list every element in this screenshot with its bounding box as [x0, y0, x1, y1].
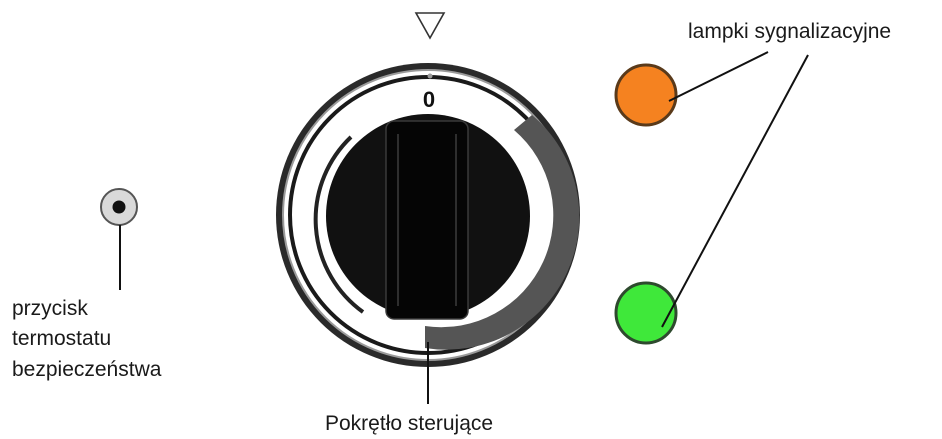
dial-scale-band	[425, 115, 580, 350]
thermostat-label-line-1: przycisk	[12, 297, 88, 320]
thermostat-button-core	[112, 200, 126, 214]
thermostat-button[interactable]	[100, 188, 138, 226]
signal-lamps-label: lampki sygnalizacyjne	[688, 20, 892, 43]
knob-grip	[385, 120, 469, 320]
dial-zero-mark: 0	[423, 87, 435, 112]
lamp-leader-line-orange	[668, 51, 769, 102]
control-knob-label: Pokrętło sterujące	[325, 412, 494, 435]
dial-scale-thin-arc	[313, 135, 365, 314]
thermostat-button-label: przycisk termostatu bezpieczeństwa	[12, 294, 161, 385]
thermostat-label-line-2: termostatu	[12, 327, 112, 351]
thermostat-label-line-3: bezpieczeństwa	[12, 357, 162, 381]
dial-zero-dot	[427, 73, 433, 79]
lamp-leader-line-green	[661, 54, 809, 328]
orange-signal-lamp	[614, 63, 678, 127]
control-knob[interactable]: 0	[276, 63, 580, 367]
green-signal-lamp	[614, 281, 678, 345]
position-marker-triangle-icon	[414, 12, 446, 40]
